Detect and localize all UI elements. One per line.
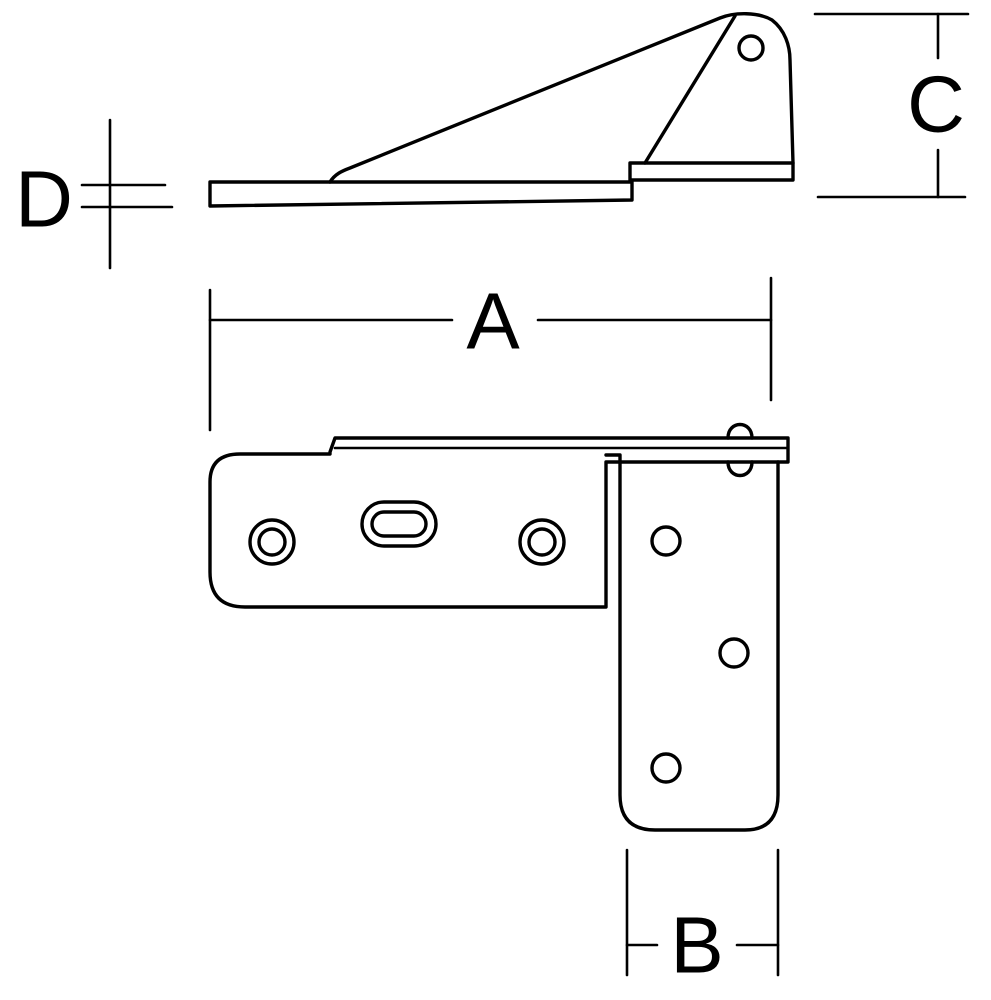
hinge-top-view: [208, 422, 790, 832]
dimension-d-label: D: [15, 155, 73, 244]
horizontal-leaf-hole-right-outer: [518, 518, 566, 566]
dimension-b: B: [625, 848, 780, 990]
dimension-d: D: [15, 118, 174, 270]
top-view-vertical-leaf: [604, 453, 780, 832]
dimension-b-label: B: [670, 901, 723, 990]
dimension-c: C: [813, 12, 970, 199]
horizontal-leaf-slot-outer: [360, 500, 438, 548]
side-view-base-plate: [208, 161, 795, 208]
side-view-gusset-inner-edge: [643, 14, 737, 165]
dimension-a-label: A: [466, 277, 520, 366]
top-view-pin-knuckle: [726, 422, 754, 478]
hinge-side-view: [208, 12, 795, 208]
dimension-c-label: C: [907, 60, 965, 149]
dimension-a: A: [208, 277, 773, 432]
top-view-horizontal-leaf: [208, 436, 790, 609]
side-view-gusset: [328, 12, 795, 184]
horizontal-leaf-hole-left-outer: [248, 518, 296, 566]
horizontal-leaf-slot-inner: [370, 510, 428, 538]
vertical-leaf-hole-2: [718, 637, 750, 669]
vertical-leaf-hole-1: [650, 525, 682, 557]
side-view-pivot-hole: [737, 34, 765, 62]
horizontal-leaf-hole-right-inner: [527, 527, 557, 557]
horizontal-leaf-hole-left-inner: [257, 527, 287, 557]
vertical-leaf-hole-3: [650, 752, 682, 784]
